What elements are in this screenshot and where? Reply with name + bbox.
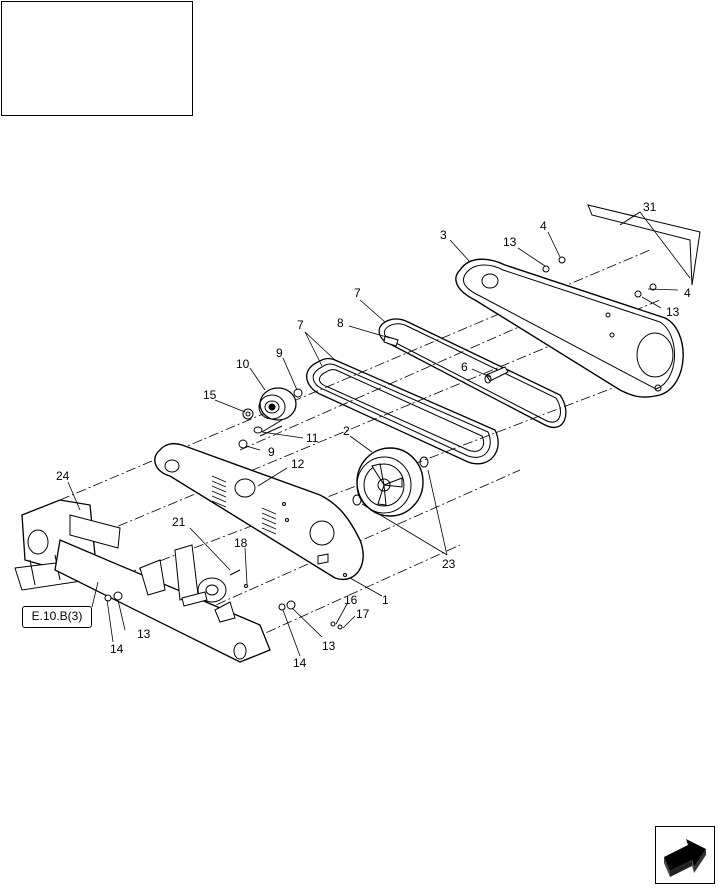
callout-10: 10 bbox=[236, 357, 250, 371]
callout-14: 14 bbox=[110, 642, 124, 656]
next-page-arrow-icon bbox=[664, 839, 706, 877]
callout-2: 2 bbox=[343, 424, 350, 438]
callout-1: 1 bbox=[382, 593, 389, 607]
callout-8: 8 bbox=[337, 316, 344, 330]
part-3-belt-guard bbox=[455, 258, 684, 398]
cross-reference-tag[interactable]: E.10.B(3) bbox=[22, 606, 92, 628]
callout-13: 13 bbox=[322, 639, 336, 653]
part-7-v-belt-inner bbox=[306, 357, 499, 465]
part-31-cover-edge bbox=[587, 204, 701, 286]
callout-15: 15 bbox=[203, 388, 217, 402]
title-block bbox=[1, 1, 193, 116]
callout-13: 13 bbox=[666, 305, 680, 319]
callout-9: 9 bbox=[276, 346, 283, 360]
callout-23: 23 bbox=[442, 557, 456, 571]
callout-7: 7 bbox=[297, 318, 304, 332]
callout-24: 24 bbox=[56, 469, 70, 483]
callout-4: 4 bbox=[540, 219, 547, 233]
callout-13: 13 bbox=[137, 627, 151, 641]
fastener-washers bbox=[238, 256, 657, 449]
part-8-stud bbox=[383, 335, 399, 347]
callout-14: 14 bbox=[293, 656, 307, 670]
callout-21: 21 bbox=[172, 515, 186, 529]
next-page-button[interactable] bbox=[655, 826, 715, 884]
callout-16: 16 bbox=[344, 593, 358, 607]
callout-31: 31 bbox=[643, 200, 657, 214]
callout-13: 13 bbox=[503, 235, 517, 249]
callout-9: 9 bbox=[268, 445, 275, 459]
callout-3: 3 bbox=[440, 228, 447, 242]
callout-11: 11 bbox=[306, 431, 319, 445]
part-10-small-pulley bbox=[258, 387, 297, 421]
callout-labels: 31 3 4 13 4 13 7 8 7 6 10 9 15 11 9 2 12… bbox=[56, 200, 691, 670]
callout-4: 4 bbox=[684, 286, 691, 300]
part-1-mounting-plate bbox=[154, 442, 364, 581]
callout-17: 17 bbox=[356, 607, 370, 621]
callout-7: 7 bbox=[354, 286, 361, 300]
callout-18: 18 bbox=[234, 536, 248, 550]
part-6-stud bbox=[484, 366, 509, 384]
callout-6: 6 bbox=[461, 360, 468, 374]
callout-12: 12 bbox=[291, 457, 305, 471]
part-2-large-pulley bbox=[352, 447, 429, 517]
leader-lines bbox=[67, 211, 691, 657]
gearbox-frame-assembly bbox=[14, 499, 343, 663]
